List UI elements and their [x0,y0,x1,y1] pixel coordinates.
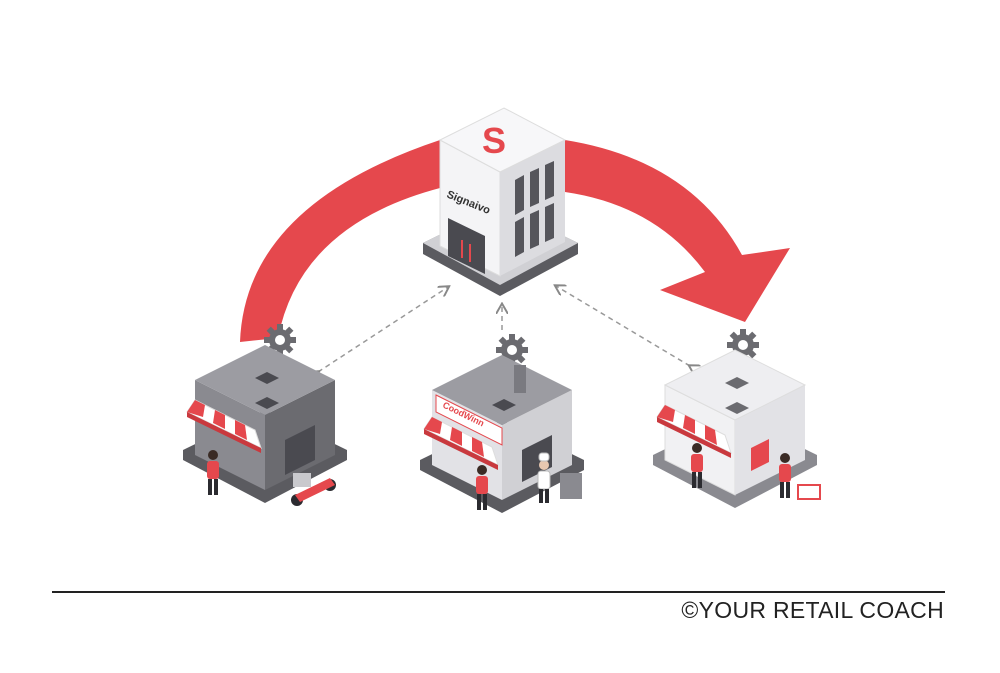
footer-divider [52,591,945,593]
connection-lines [318,286,690,372]
headquarters-building: S Signaivo [423,107,578,296]
store-delivery [183,324,347,506]
flow-arrow-left [240,140,440,342]
store-restaurant: CoodWinn [420,334,584,513]
store-retail [653,329,821,508]
flow-arrow-right [565,140,790,322]
footer-credit: ©YOUR RETAIL COACH [681,597,944,623]
hub-logo: S [482,120,506,161]
